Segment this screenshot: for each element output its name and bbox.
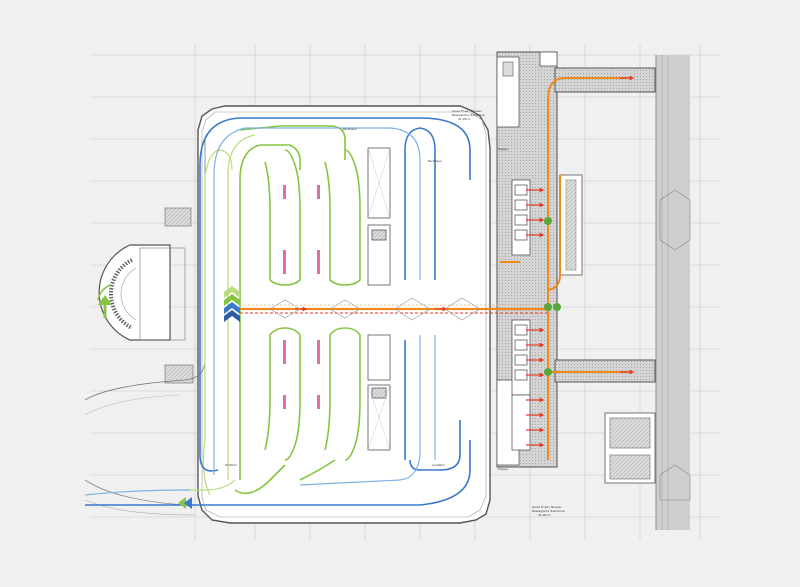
core-blocks: [367, 147, 391, 451]
route-light-green: [185, 134, 256, 496]
level-label-top-elev: 31,06 m: [458, 117, 471, 121]
track-area: [655, 55, 691, 530]
route-main-axis: [240, 304, 548, 314]
gate-arrows: [295, 75, 635, 448]
building-outline: [197, 105, 491, 524]
axis-junctions: [269, 297, 481, 321]
rotunda-arrow-icon: [98, 295, 112, 318]
chevron-stack-icon: [224, 286, 240, 322]
parking-label-2: Parkhaus: [343, 127, 357, 131]
stair-label-1: Treppe: [497, 147, 508, 151]
stair-label-2: Treppe: [497, 467, 508, 471]
stair-block-bottom: [164, 364, 194, 384]
lane-markers: [283, 185, 320, 409]
level-label-bottom-sub: Bewegliche Trennlinie: [532, 509, 565, 513]
level-label-bottom-elev: 31,06 m: [538, 513, 551, 517]
parking-label-1: Parkhaus: [428, 159, 442, 163]
level-label-top: Quad Trust / Niveau: [452, 109, 482, 113]
level-label-bottom: Quad Trust / Niveau: [532, 505, 562, 509]
info-label-left: Einfahrt: [225, 463, 238, 467]
level-label-top-sub: Bewegliche Trennlinie: [452, 113, 485, 117]
route-light-blue: [84, 127, 436, 496]
info-label-right: Ausfahrt: [432, 463, 446, 467]
arrow-left-icon: [178, 497, 192, 509]
route-green: [97, 125, 361, 495]
stair-block-top: [164, 207, 192, 227]
route-orange-vertical: [500, 77, 628, 460]
gate-blocks: [511, 179, 531, 451]
east-building: [604, 412, 656, 484]
route-blue: [85, 117, 471, 506]
circle-node-icon: [544, 217, 561, 376]
